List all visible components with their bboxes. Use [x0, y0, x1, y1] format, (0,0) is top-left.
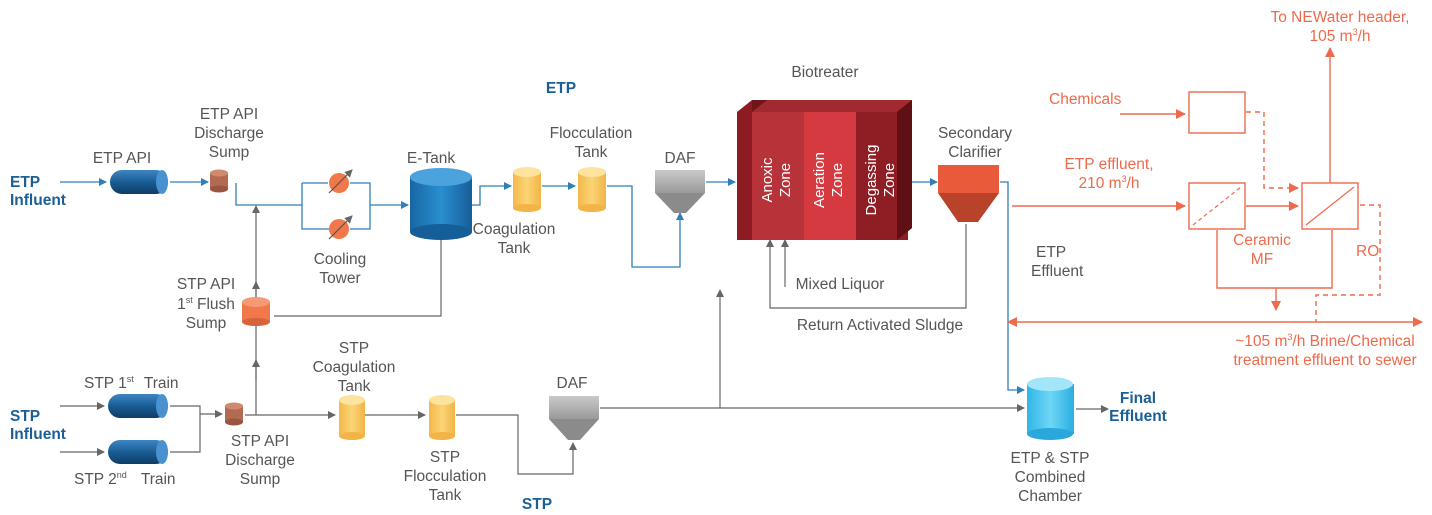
cooling-tower-label-1: Cooling: [314, 251, 367, 268]
secondary-clarifier: [938, 165, 999, 222]
stp-influent-label-1: STP: [10, 408, 40, 425]
flocculation-label-2: Tank: [575, 144, 608, 161]
combined-chamber-label-1: ETP & STP: [1011, 450, 1090, 467]
aeration-zone-label-1: Aeration: [811, 152, 828, 208]
chemicals-label: Chemicals: [1049, 91, 1122, 108]
anoxic-zone-label-1: Anoxic: [759, 157, 776, 203]
stp-train-2-separator: [108, 440, 168, 464]
ceramic-mf-label-1: Ceramic: [1233, 232, 1291, 249]
stp-coagulation-tank: [339, 395, 365, 440]
daf-unit-stp: [549, 396, 599, 440]
stp-flocculation-tank: [429, 395, 455, 440]
stp-api-sump-label-3: Sump: [240, 471, 281, 488]
final-effluent-label-2: Effluent: [1109, 408, 1167, 425]
coagulation-label-2: Tank: [498, 240, 531, 257]
etp-effluent-label-1: ETP: [1036, 244, 1066, 261]
biotreater: [737, 100, 912, 240]
stp-flocculation-label-3: Tank: [429, 487, 462, 504]
chemicals-box: [1188, 91, 1246, 134]
stp-flocculation-label-1: STP: [430, 449, 460, 466]
secondary-clarifier-label-1: Secondary: [938, 125, 1012, 142]
stp-flush-sump-label-1: STP API: [177, 276, 235, 293]
stp-section-label: STP: [522, 496, 552, 513]
stp-flush-sump-tank: [242, 297, 270, 326]
biotreater-label: Biotreater: [791, 64, 858, 81]
etp-api-sump-label-2: Discharge: [194, 125, 264, 142]
final-effluent-label-1: Final: [1120, 390, 1156, 407]
stp-api-sump-label-2: Discharge: [225, 452, 295, 469]
etp-process-lines: [60, 178, 1025, 394]
etp-api-sump-tank: [210, 169, 228, 193]
flocculation-label-1: Flocculation: [550, 125, 633, 142]
ceramic-mf-label-2: MF: [1251, 251, 1273, 268]
daf-label-stp: DAF: [557, 375, 588, 392]
daf-unit-etp: [655, 170, 705, 213]
stp-coagulation-label-2: Coagulation: [313, 359, 396, 376]
coagulation-tank: [513, 167, 541, 212]
ro-label: RO: [1356, 243, 1379, 260]
return-activated-sludge-label: Return Activated Sludge: [797, 317, 963, 334]
etp-effluent-reuse-label-2: 210 m3/h: [1078, 174, 1139, 192]
stp-flush-sump-label-3: Sump: [186, 315, 227, 332]
e-tank: [410, 168, 472, 240]
stp-coagulation-label-3: Tank: [338, 378, 371, 395]
mixed-liquor-label: Mixed Liquor: [796, 276, 885, 293]
ceramic-mf-box: [1188, 182, 1246, 230]
combined-chamber: [1027, 377, 1074, 440]
etp-effluent-label-2: Effluent: [1031, 263, 1084, 280]
newater-label-2: 105 m3/h: [1309, 27, 1370, 45]
e-tank-label: E-Tank: [407, 150, 455, 167]
degassing-zone-label-2: Zone: [881, 163, 898, 197]
stp-api-sump-tank: [225, 402, 243, 426]
stp-flocculation-label-2: Flocculation: [404, 468, 487, 485]
aeration-zone-label-2: Zone: [829, 163, 846, 197]
stp-train-1-separator: [108, 394, 168, 418]
reuse-lines: [1007, 47, 1423, 327]
stp-coagulation-label-1: STP: [339, 340, 369, 357]
etp-api-separator: [110, 170, 168, 194]
stp-flush-sump-label-2: 1st Flush: [177, 295, 235, 313]
brine-label-2: treatment effluent to sewer: [1233, 352, 1416, 369]
anoxic-zone-label-2: Zone: [777, 163, 794, 197]
cooling-tower-valves: [328, 169, 353, 240]
secondary-clarifier-label-2: Clarifier: [948, 144, 1001, 161]
etp-api-label: ETP API: [93, 150, 151, 167]
etp-effluent-reuse-label-1: ETP effluent,: [1064, 156, 1153, 173]
etp-api-sump-label-3: Sump: [209, 144, 250, 161]
newater-label-1: To NEWater header,: [1271, 9, 1410, 26]
stp-api-sump-label-1: STP API: [231, 433, 289, 450]
combined-chamber-label-2: Combined: [1015, 469, 1086, 486]
stp-influent-label-2: Influent: [10, 426, 66, 443]
combined-chamber-label-3: Chamber: [1018, 488, 1082, 505]
cooling-tower-label-2: Tower: [319, 270, 360, 287]
daf-label-etp: DAF: [665, 150, 696, 167]
flocculation-tank: [578, 167, 606, 212]
etp-api-sump-label-1: ETP API: [200, 106, 258, 123]
labels: ETP STP ETP Influent STP Influent ETP AP…: [10, 9, 1417, 513]
coagulation-label-1: Coagulation: [473, 221, 556, 238]
degassing-zone-label-1: Degassing: [863, 145, 880, 216]
ro-box: [1301, 182, 1359, 230]
etp-section-label: ETP: [546, 80, 576, 97]
brine-label-1: ~105 m3/h Brine/Chemical: [1235, 332, 1414, 350]
etp-influent-label-2: Influent: [10, 192, 66, 209]
etp-influent-label-1: ETP: [10, 174, 40, 191]
